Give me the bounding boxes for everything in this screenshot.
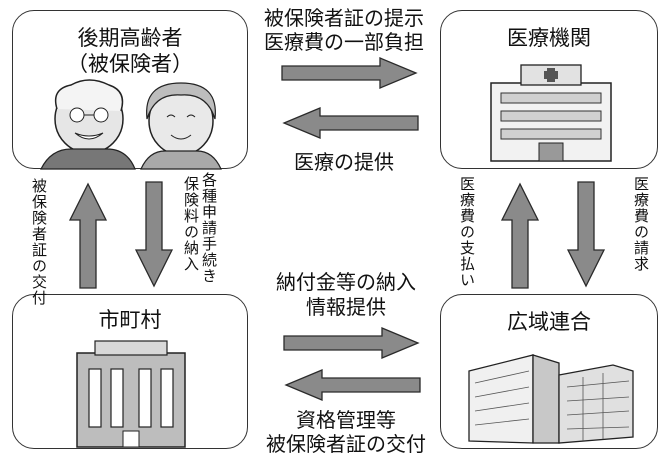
city-hall-building-illustration [76, 340, 186, 448]
vlabel-application-procedures: 各種申請手続き [200, 172, 218, 284]
elderly-insured-box: 後期高齢者 （被保険者） [12, 10, 248, 170]
label-present-insurance-card: 被保険者証の提示 [264, 6, 424, 30]
municipality-title: 市町村 [98, 308, 162, 332]
label-partial-cost-burden: 医療費の一部負担 [264, 30, 424, 54]
arrow-right-bottom [283, 327, 420, 359]
label-eligibility-management: 資格管理等 [296, 408, 396, 432]
label-medical-care-provision: 医療の提供 [294, 150, 394, 174]
label-information-provision: 情報提供 [306, 295, 386, 319]
vlabel-issue-insurance-card: 被保険者証の交付 [30, 178, 48, 306]
office-buildings-illustration [468, 354, 634, 444]
arrow-left-top [282, 107, 419, 139]
hospital-building-illustration [490, 64, 612, 162]
arrow-down-left [134, 181, 174, 288]
arrow-up-left [68, 182, 108, 289]
label-contribution-payment: 納付金等の納入 [276, 270, 416, 294]
elderly-subtitle: （被保険者） [67, 52, 193, 76]
elderly-title: 後期高齢者 [77, 26, 183, 50]
municipality-box: 市町村 [12, 294, 248, 449]
label-issue-insurance-card: 被保険者証の交付 [266, 432, 426, 456]
union-title: 広域連合 [507, 310, 591, 334]
arrow-up-right [500, 182, 540, 289]
elderly-couple-illustration [40, 79, 222, 170]
medical-title: 医療機関 [507, 26, 591, 50]
arrow-right-top [281, 57, 418, 89]
medical-institution-box: 医療機関 [440, 10, 658, 169]
wide-area-union-box: 広域連合 [440, 294, 658, 449]
vlabel-medical-cost-claim: 医療費の請求 [632, 176, 650, 272]
vlabel-medical-cost-payment: 医療費の支払い [458, 176, 476, 288]
vlabel-premium-payment: 保険料の納入 [182, 176, 200, 272]
arrow-down-right [566, 181, 606, 288]
arrow-left-bottom [284, 369, 421, 401]
